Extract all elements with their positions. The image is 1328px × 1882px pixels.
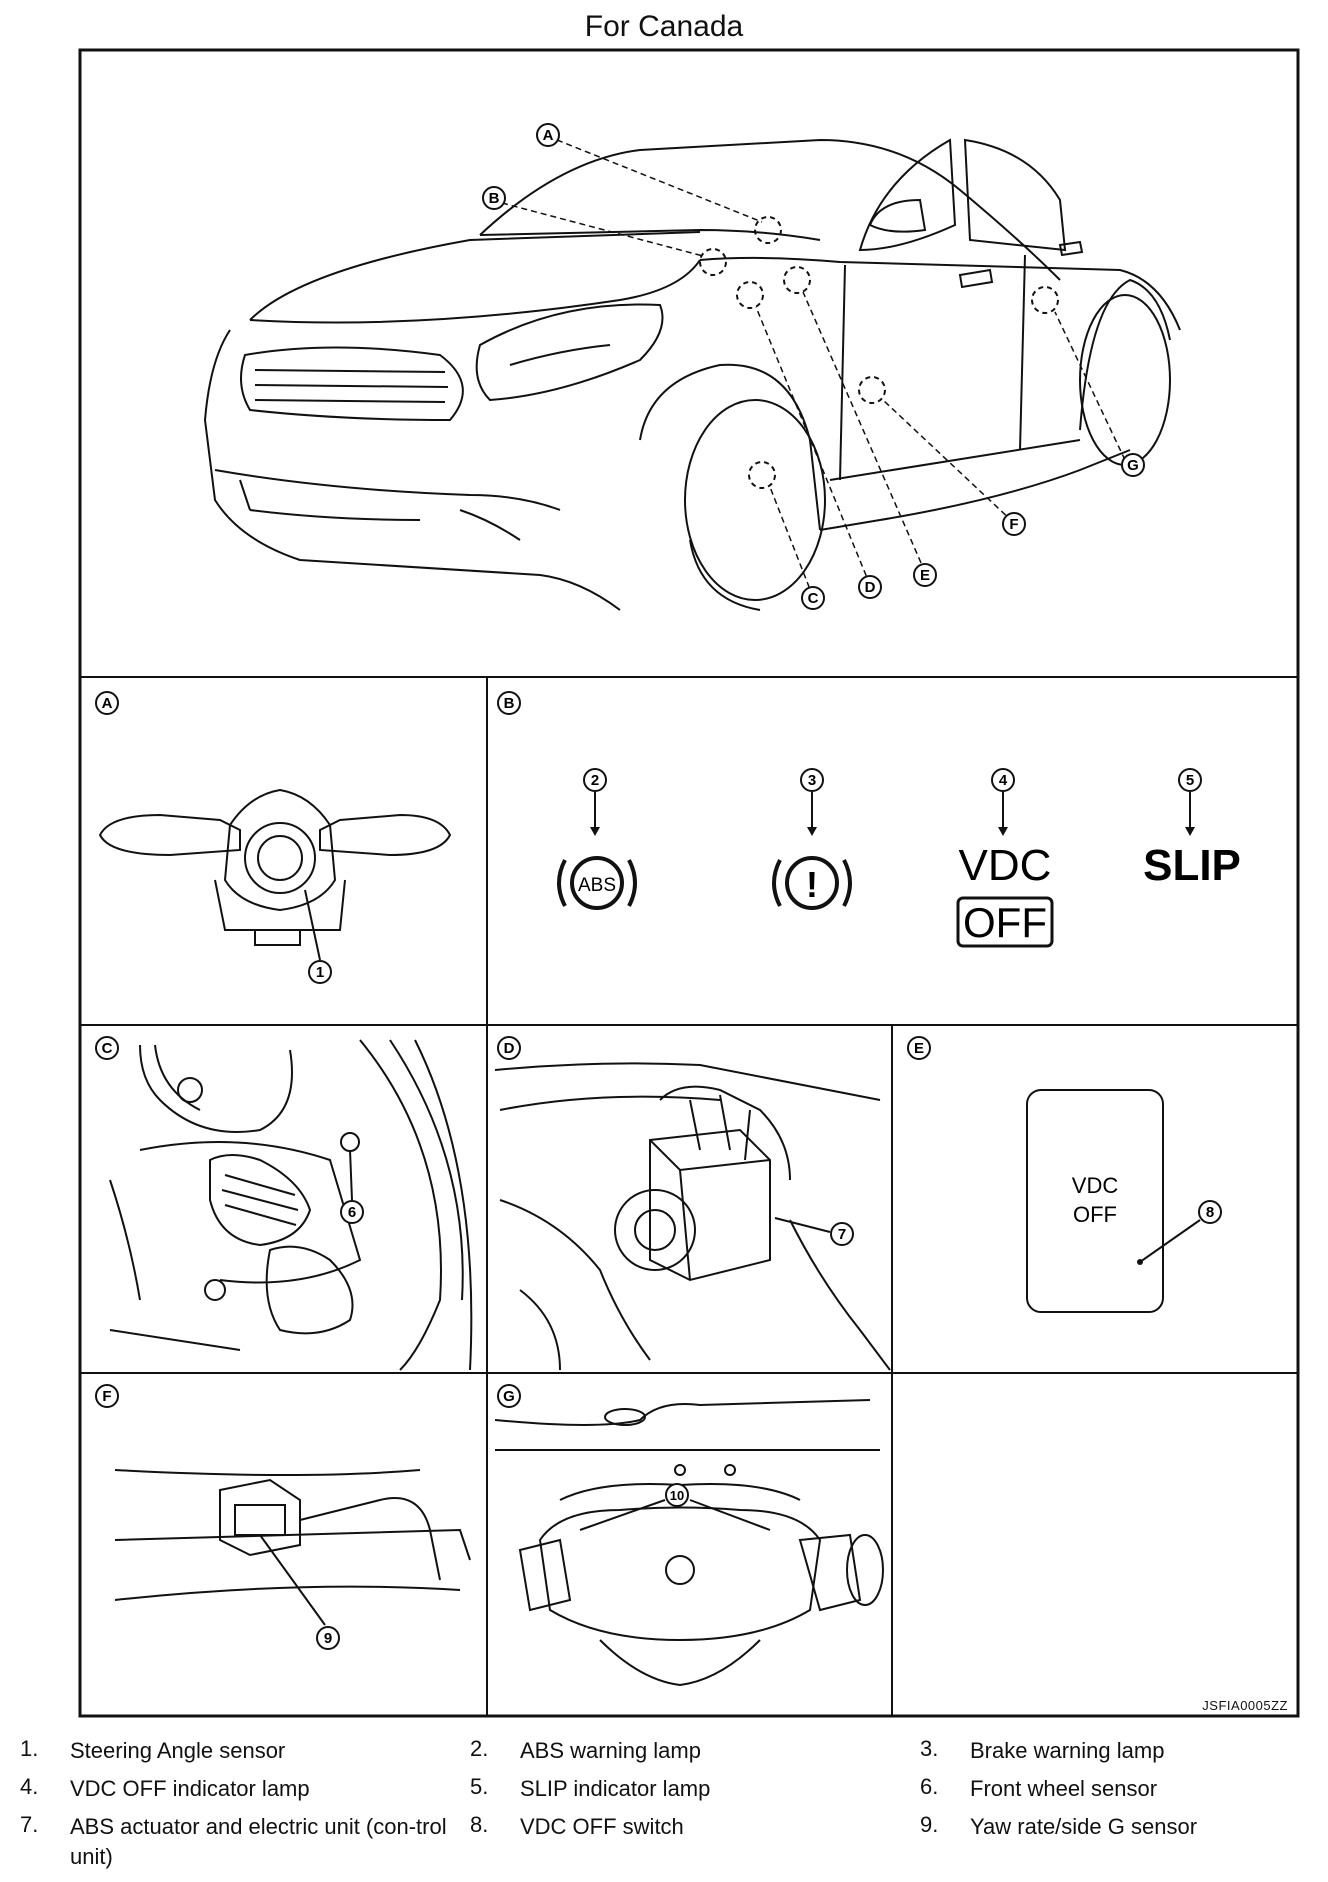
brake-warning-lamp-icon [772, 856, 852, 910]
location-marker-b [699, 248, 727, 276]
panel-f [95, 1384, 471, 1650]
location-marker-g [1031, 286, 1059, 314]
panel-g [494, 1384, 884, 1687]
callout-b: B [489, 190, 500, 207]
legend-item: 6.Front wheel sensor [920, 1774, 1158, 1801]
component-location-diagram: A B C D E F G A 1 B [78, 48, 1300, 1718]
switch-text-line1: VDC [1072, 1173, 1119, 1198]
legend-item: 1.Steering Angle sensor [20, 1736, 286, 1763]
location-marker-c [748, 461, 776, 489]
panel-d [494, 1036, 891, 1371]
abs-lamp-text: ABS [578, 875, 616, 896]
vdc-off-lamp-text: OFF [963, 899, 1047, 946]
callout-f: F [1009, 516, 1018, 533]
legend-item: 8.VDC OFF switch [470, 1812, 684, 1839]
panel-c [95, 1036, 473, 1371]
location-marker-f [858, 376, 886, 404]
number-10: 10 [670, 1488, 684, 1503]
callout-g: G [1127, 457, 1139, 474]
location-marker-a [754, 216, 782, 244]
legend-item: 4.VDC OFF indicator lamp [20, 1774, 310, 1801]
legend-item: 9.Yaw rate/side G sensor [920, 1812, 1198, 1839]
location-marker-e [783, 266, 811, 294]
legend-item: 3.Brake warning lamp [920, 1736, 1165, 1763]
vdc-off-switch [1026, 1089, 1164, 1313]
switch-text-line2: OFF [1073, 1202, 1117, 1227]
panel-e-label: E [914, 1040, 924, 1057]
panel-a-label: A [102, 695, 113, 712]
outer-frame [78, 48, 1300, 1718]
callout-c: C [808, 590, 819, 607]
number-1: 1 [316, 964, 324, 981]
slip-lamp-text: SLIP [1143, 841, 1241, 890]
panel-f-label: F [102, 1388, 111, 1405]
figure-code: JSFIA0005ZZ [1202, 1698, 1288, 1713]
brake-lamp-text: ! [806, 864, 818, 905]
number-7: 7 [838, 1226, 846, 1243]
panel-c-label: C [102, 1040, 113, 1057]
callout-d: D [865, 579, 876, 596]
number-5: 5 [1186, 772, 1194, 789]
panel-g-label: G [503, 1388, 515, 1405]
diagram-title: For Canada [584, 10, 744, 43]
panel-d-label: D [504, 1040, 515, 1057]
number-8: 8 [1206, 1204, 1214, 1221]
number-2: 2 [591, 772, 599, 789]
callout-a: A [543, 127, 554, 144]
vdc-off-lamp-box [956, 896, 1054, 948]
legend-item: 7.ABS actuator and electric unit (con-tr… [20, 1812, 447, 1869]
legend-item: 2.ABS warning lamp [470, 1736, 701, 1763]
number-3: 3 [808, 772, 816, 789]
number-9: 9 [324, 1630, 332, 1647]
panel-b-label: B [504, 695, 515, 712]
callout-e: E [920, 567, 930, 584]
abs-warning-lamp-icon [557, 856, 637, 910]
vdc-lamp-text: VDC [959, 841, 1052, 890]
location-marker-d [736, 281, 764, 309]
number-4: 4 [999, 772, 1008, 789]
legend-item: 5.SLIP indicator lamp [470, 1774, 711, 1801]
car-illustration [203, 138, 1181, 611]
number-6: 6 [348, 1204, 356, 1221]
panel-a [95, 691, 452, 984]
